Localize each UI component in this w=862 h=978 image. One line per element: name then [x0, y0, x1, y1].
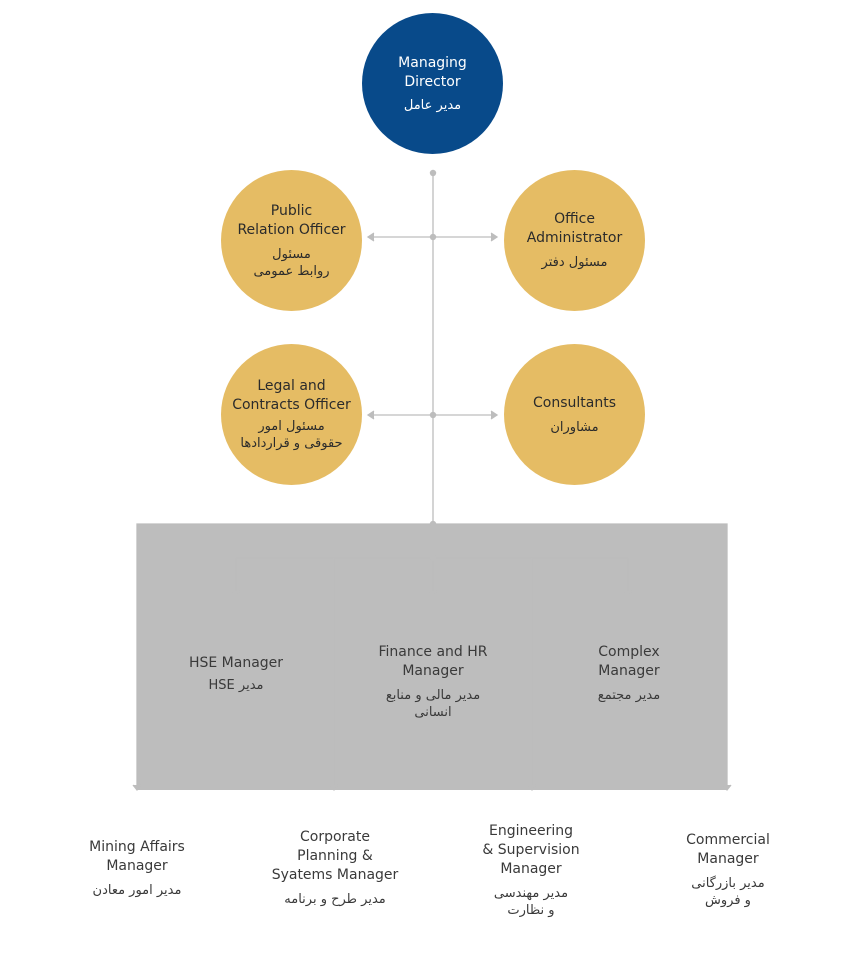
arrow-finance [428, 590, 438, 598]
arrow-complex [623, 590, 633, 598]
node-title-en: Mining Affairs Manager [89, 839, 185, 874]
node-title-en: Complex Manager [598, 644, 660, 679]
node-complex-manager[interactable]: Complex Manager مدیر مجتمع [559, 643, 699, 704]
node-managing-director[interactable]: Managing Director مدیر عامل [362, 13, 503, 154]
node-title-en: Public Relation Officer [237, 202, 346, 238]
arrow-left-pr [366, 232, 375, 242]
junction-dot-inner-bus [429, 554, 437, 562]
node-title-fa: مدیر مالی و منابع انسانی [385, 688, 481, 720]
node-title-en: Engineering & Supervision Manager [482, 823, 580, 877]
node-title-fa: مدیر HSE [208, 678, 264, 693]
junction-dot-staff-2 [429, 411, 437, 419]
node-title-fa: مدیر امور معادن [92, 883, 182, 898]
arrow-right-office [490, 232, 499, 242]
node-title-fa: مسئول امور حقوقی و قراردادها [240, 419, 343, 451]
node-title-en: Finance and HR Manager [378, 644, 488, 679]
node-title-en: Consultants [533, 394, 616, 411]
node-title-fa: مدیر بازرگانی و فروش [691, 876, 765, 908]
node-engineering-supervision-manager[interactable]: Engineering & Supervision Manager مدیر م… [460, 822, 602, 919]
node-title-fa: مدیر عامل [403, 97, 462, 113]
node-title-en: Office Administrator [526, 211, 623, 246]
node-title-fa: مشاوران [550, 419, 599, 435]
node-title-en: Corporate Planning & Syatems Manager [271, 829, 399, 883]
node-office-administrator[interactable]: Office Administrator مسئول دفتر [504, 170, 645, 311]
node-title-fa: مسئول روابط عمومی [253, 246, 330, 279]
node-title-fa: مدیر مجتمع [597, 688, 661, 703]
junction-dot-outer-bus [429, 520, 437, 528]
node-title-en: Legal and Contracts Officer [232, 378, 351, 413]
arrow-left-legal [366, 410, 375, 420]
arrow-commercial [722, 784, 732, 792]
arrow-hse [231, 590, 241, 598]
arrow-planning [329, 784, 339, 792]
node-public-relation-officer[interactable]: Public Relation Officer مسئول روابط عموم… [221, 170, 362, 311]
node-title-en: Managing Director [398, 54, 467, 90]
node-title-fa: مسئول دفتر [541, 255, 608, 270]
junction-dot-staff-1 [429, 233, 437, 241]
junction-dot-top [429, 169, 437, 177]
arrow-engineering [527, 784, 537, 792]
node-corporate-planning-manager[interactable]: Corporate Planning & Syatems Manager مدی… [259, 828, 411, 908]
node-title-fa: مدیر مهندسی و نظارت [493, 886, 569, 918]
arrow-mining [132, 784, 142, 792]
arrow-right-consult [490, 410, 499, 420]
node-commercial-manager[interactable]: Commercial Manager مدیر بازرگانی و فروش [657, 831, 799, 909]
node-title-fa: مدیر طرح و برنامه [284, 892, 386, 907]
node-title-en: Commercial Manager [686, 832, 770, 867]
node-mining-affairs-manager[interactable]: Mining Affairs Manager مدیر امور معادن [67, 838, 207, 899]
node-finance-hr-manager[interactable]: Finance and HR Manager مدیر مالی و منابع… [358, 643, 508, 721]
node-legal-contracts-officer[interactable]: Legal and Contracts Officer مسئول امور ح… [221, 344, 362, 485]
node-hse-manager[interactable]: HSE Manager مدیر HSE [166, 654, 306, 694]
node-title-en: HSE Manager [188, 655, 284, 671]
node-consultants[interactable]: Consultants مشاوران [504, 344, 645, 485]
